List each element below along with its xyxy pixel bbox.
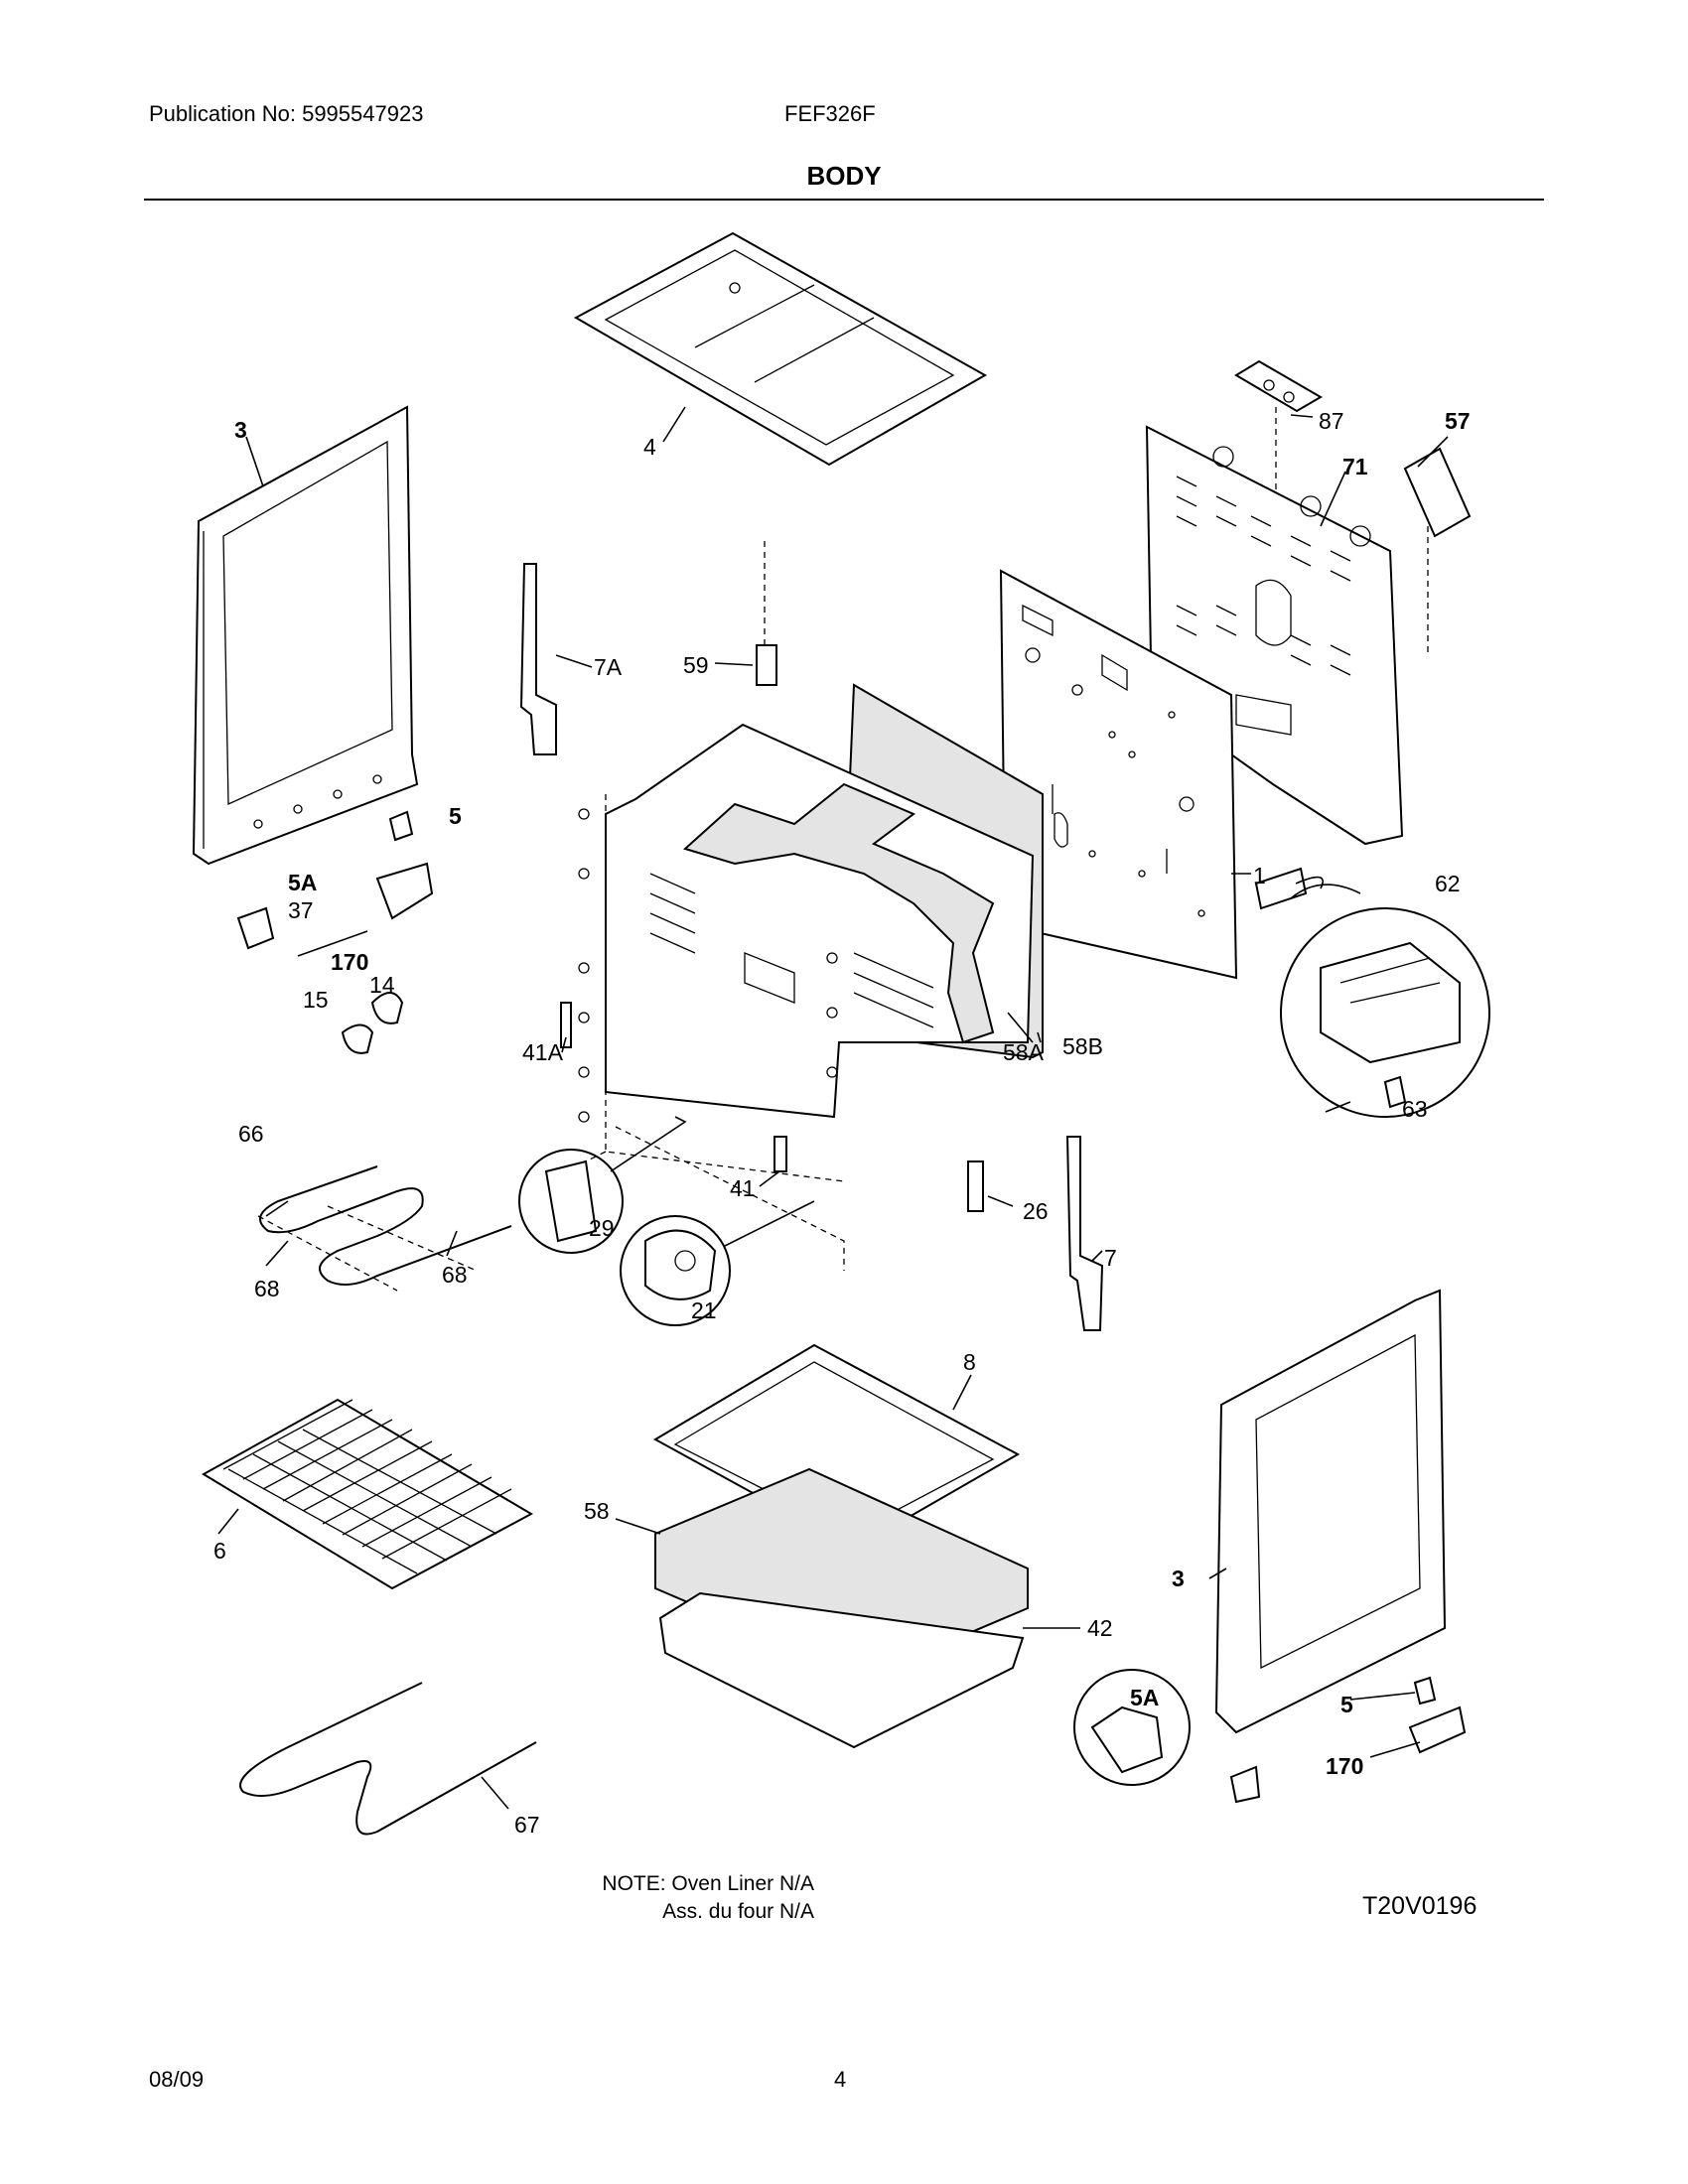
model-number: FEF326F xyxy=(784,101,876,126)
callout-14: 14 xyxy=(369,972,395,998)
side-panel-right-part xyxy=(1214,1289,1447,1734)
element-insulation-68 xyxy=(257,1205,478,1292)
bracket-26 xyxy=(967,1160,984,1212)
callout-3-left: 3 xyxy=(234,417,247,443)
callout-8: 8 xyxy=(963,1349,976,1375)
note-line-1: NOTE: Oven Liner N/A xyxy=(602,1872,814,1895)
hinge-bracket-7 xyxy=(1065,1136,1104,1331)
callout-5-left: 5 xyxy=(449,803,462,829)
callout-37: 37 xyxy=(288,897,314,923)
callout-170-left: 170 xyxy=(331,949,368,975)
callout-1: 1 xyxy=(1253,863,1266,888)
detail-bubble-29 xyxy=(518,1116,687,1254)
oven-rack-part xyxy=(202,1398,534,1590)
diagram-code: T20V0196 xyxy=(1362,1892,1477,1920)
callout-58a: 58A xyxy=(1003,1039,1045,1065)
publication-number: Publication No: 5995547923 xyxy=(149,101,424,126)
callout-4: 4 xyxy=(643,434,656,460)
callout-58: 58 xyxy=(584,1498,610,1524)
page-number: 4 xyxy=(834,2067,847,2092)
header-rule xyxy=(144,199,1544,201)
callout-59: 59 xyxy=(683,652,709,678)
callout-26: 26 xyxy=(1023,1198,1049,1224)
note-line-2: Ass. du four N/A xyxy=(662,1900,814,1923)
bracket-41 xyxy=(774,1136,787,1172)
publication-date: 08/09 xyxy=(149,2067,205,2092)
callout-5a-right: 5A xyxy=(1130,1685,1159,1710)
callout-58b: 58B xyxy=(1062,1033,1103,1059)
callout-68-right: 68 xyxy=(442,1262,468,1288)
callout-41: 41 xyxy=(730,1175,756,1201)
detail-bubble-21 xyxy=(620,1200,815,1326)
callout-66: 66 xyxy=(238,1121,264,1147)
callout-7a: 7A xyxy=(594,654,623,680)
leveling-leg-part xyxy=(756,541,777,686)
callout-57: 57 xyxy=(1445,408,1471,434)
bake-element-67 xyxy=(239,1682,537,1836)
section-title: BODY xyxy=(806,161,882,191)
detail-bubble-62 xyxy=(1254,867,1490,1118)
callout-68-left: 68 xyxy=(254,1276,280,1301)
top-panel-part xyxy=(573,231,988,467)
callout-3-right: 3 xyxy=(1172,1566,1185,1591)
callout-71: 71 xyxy=(1342,454,1368,479)
detail-bubble-5a-right xyxy=(1073,1669,1467,1804)
terminal-cover-part xyxy=(1403,447,1472,655)
callout-5-right: 5 xyxy=(1340,1692,1353,1717)
callout-leader-lines xyxy=(217,406,1449,1810)
callout-29: 29 xyxy=(589,1215,615,1241)
bottom-panel-42 xyxy=(658,1591,1025,1749)
callout-87: 87 xyxy=(1319,408,1344,434)
callout-5a-left: 5A xyxy=(288,870,317,895)
left-hardware-parts xyxy=(236,810,434,1054)
callout-63: 63 xyxy=(1402,1096,1428,1122)
callout-62: 62 xyxy=(1435,871,1461,896)
callout-15: 15 xyxy=(303,987,329,1013)
callout-21: 21 xyxy=(691,1297,717,1323)
callout-7: 7 xyxy=(1104,1245,1117,1271)
callout-42: 42 xyxy=(1087,1615,1113,1641)
side-panel-left-part xyxy=(192,405,419,866)
broil-element-66 xyxy=(259,1165,512,1286)
callout-41a: 41A xyxy=(522,1039,564,1065)
bracket-41a xyxy=(560,1002,572,1048)
callout-6: 6 xyxy=(213,1538,226,1564)
hinge-bracket-7a xyxy=(519,563,557,755)
callout-170-right: 170 xyxy=(1326,1753,1363,1779)
callout-67: 67 xyxy=(514,1812,540,1838)
